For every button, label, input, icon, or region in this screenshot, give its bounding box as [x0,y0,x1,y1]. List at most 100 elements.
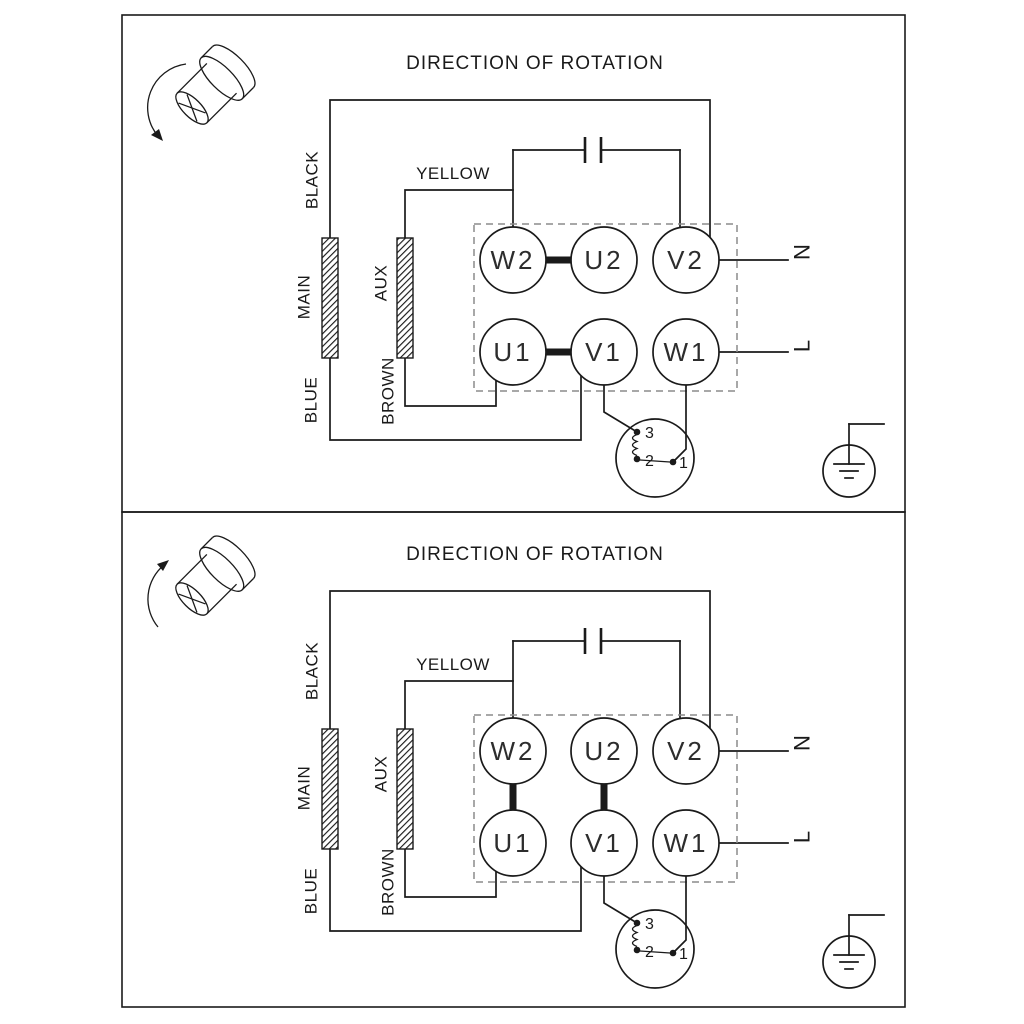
protector-wire-from-v1 [603,384,639,434]
label-live: L [790,340,815,352]
main-winding [321,728,339,850]
rotation-arrowhead-icon [157,560,169,571]
terminal-v2 [652,226,720,294]
capacitor [583,628,603,654]
label-yellow: YELLOW [416,655,490,674]
panel-bottom: DIRECTION OF ROTATION [121,511,906,1008]
protector-circle [615,418,695,498]
terminals: W2 U2 V2 U1 V1 W1 [479,226,720,386]
thermal-protector: 3 2 1 [603,384,695,498]
protector-terminal-3-label: 3 [645,916,654,933]
terminal-v2-label: V2 [667,245,705,275]
terminal-u1-label: U1 [493,828,532,858]
motor-body [175,535,256,616]
label-black: BLACK [303,642,322,700]
terminals: W2 U2 V2 U1 V1 W1 [479,717,720,877]
terminal-w1-label: W1 [664,337,709,367]
label-neutral: N [790,244,815,260]
protector-bimetal-coil [631,433,639,457]
protector-terminal-1-dot [669,949,677,957]
panel-title: DIRECTION OF ROTATION [406,544,664,565]
protector-terminal-2-label: 2 [645,944,654,961]
earth-symbol [822,423,885,498]
terminal-w2-label: W2 [491,736,536,766]
label-main: MAIN [295,766,314,811]
blue-wire [329,846,582,932]
terminal-u2-label: U2 [584,736,623,766]
aux-winding [396,237,414,359]
terminal-w1 [652,809,720,877]
motor-body [175,44,256,125]
motor-back-bottom [241,87,254,100]
earth-symbol [822,914,885,989]
label-black: BLACK [303,151,322,209]
yellow-wire [404,680,514,732]
capacitor [583,137,603,163]
black-wire [329,99,711,241]
main-winding [321,237,339,359]
label-live: L [790,831,815,843]
label-neutral: N [790,735,815,751]
panel-title: DIRECTION OF ROTATION [406,53,664,74]
motor-flange [199,55,245,101]
terminal-v1-label: V1 [585,828,623,858]
protector-terminal-1-label: 1 [679,455,688,472]
protector-bimetal-coil [631,924,639,948]
label-blue: BLUE [302,377,321,423]
motor-back-top [200,537,213,550]
motor-back-cap [212,44,256,88]
protector-contact [639,950,671,954]
protector-terminal-1-label: 1 [679,946,688,963]
motor-back-bottom [241,578,254,591]
thermal-protector: 3 2 1 [603,875,695,989]
protector-wire-from-w1 [671,384,687,464]
protector-terminal-2-dot [633,946,641,954]
terminal-w2-label: W2 [491,245,536,275]
terminal-v2 [652,717,720,785]
blue-wire [329,355,582,441]
protector-terminal-3-label: 3 [645,425,654,442]
terminal-w1-label: W1 [664,828,709,858]
protector-contact [639,459,671,463]
shaft-cross-2 [186,585,198,613]
protector-terminal-2-dot [633,455,641,463]
panel-top: DIRECTION OF ROTATION [121,14,906,513]
terminal-v2-label: V2 [667,736,705,766]
motor-side-top [176,553,208,585]
terminal-u2-label: U2 [584,245,623,275]
label-aux: AUX [372,265,391,301]
motor-side-bottom [206,583,238,615]
terminal-u1-label: U1 [493,337,532,367]
protector-terminal-2-label: 2 [645,453,654,470]
protector-terminal-3-dot [633,428,641,436]
motor-side-top [176,62,208,94]
label-yellow: YELLOW [416,164,490,183]
panel-bottom-border [121,511,906,1008]
protector-circle [615,909,695,989]
motor-flange [199,546,245,592]
terminal-v1-label: V1 [585,337,623,367]
aux-winding [396,728,414,850]
label-main: MAIN [295,275,314,320]
black-wire [329,590,711,732]
motor-back-top [200,46,213,59]
label-aux: AUX [372,756,391,792]
rotation-arrow-cw [147,564,165,628]
protector-terminal-3-dot [633,919,641,927]
label-brown: BROWN [379,848,398,916]
yellow-wire [404,189,514,241]
label-brown: BROWN [379,357,398,425]
motor-side-bottom [206,92,238,124]
motor-icon [147,535,256,628]
terminal-w1 [652,318,720,386]
brown-wire [404,846,497,898]
motor-icon [146,44,256,141]
label-blue: BLUE [302,868,321,914]
brown-wire [404,355,497,407]
rotation-arrow-ccw [146,63,187,137]
protector-terminal-1-dot [669,458,677,466]
shaft-cross-2 [186,94,198,122]
protector-wire-from-v1 [603,875,639,925]
rotation-arrowhead-icon [151,129,163,141]
